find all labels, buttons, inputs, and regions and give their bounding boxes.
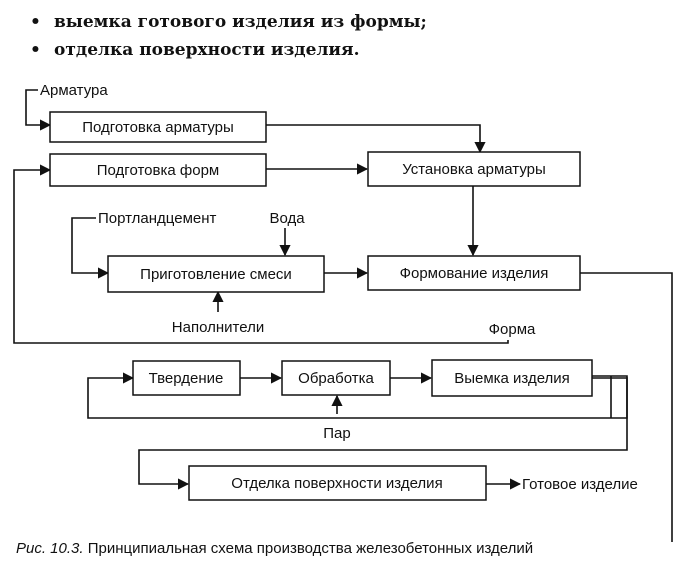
label-steam: Пар (323, 425, 350, 442)
box-hardening: Твердение (132, 360, 241, 396)
bullet-marker: • (30, 12, 41, 32)
label-cement: Портландцемент (98, 210, 217, 227)
box-demolding: Выемка изделия (431, 359, 593, 397)
box-label: Подготовка арматуры (82, 119, 234, 136)
bullet-list: • выемка готового изделия из формы; • отде… (30, 8, 427, 64)
label-product: Готовое изделие (522, 476, 638, 493)
bullet-text: выемка готового изделия из формы; (54, 12, 427, 32)
edge-mold-return (13, 164, 509, 344)
figure-caption: Рис. 10.3. Принципиальная схема производ… (16, 540, 533, 557)
box-rebar-prep: Подготовка арматуры (49, 111, 267, 143)
box-mix-prep: Приготовление смеси (107, 255, 325, 293)
label-water: Вода (269, 210, 305, 227)
edge-cement-to-mix (71, 217, 110, 279)
box-label: Твердение (149, 370, 224, 387)
box-label: Отделка поверхности изделия (231, 475, 442, 492)
figure-caption-text: Принципиальная схема производства железо… (87, 540, 534, 557)
box-label: Подготовка форм (97, 162, 219, 179)
edge-demolding-to-finishing (138, 377, 628, 490)
box-label: Формование изделия (400, 265, 549, 282)
bullet-marker: • (30, 40, 41, 60)
label-fillers: Наполнители (172, 319, 264, 336)
bullet-text: отделка поверхности изделия. (54, 40, 360, 60)
edge-molding-to-hardening (87, 272, 673, 542)
box-label: Выемка изделия (454, 370, 570, 387)
edges (13, 89, 673, 542)
edge-rebarprep-to-install (266, 124, 486, 154)
box-label: Установка арматуры (402, 161, 546, 178)
box-label: Приготовление смеси (140, 266, 292, 283)
box-molding: Формование изделия (367, 255, 581, 291)
box-mold-prep: Подготовка форм (49, 153, 267, 187)
label-rebar: Арматура (40, 82, 108, 99)
box-label: Обработка (298, 370, 374, 387)
box-finishing: Отделка поверхности изделия (188, 465, 487, 501)
bullet-item: • отделка поверхности изделия. (30, 36, 427, 64)
bullet-item: • выемка готового изделия из формы; (30, 8, 427, 36)
figure-number: Рис. 10.3. (16, 540, 84, 557)
box-rebar-install: Установка арматуры (367, 151, 581, 187)
box-treatment: Обработка (281, 360, 391, 396)
label-mold: Форма (489, 321, 536, 338)
edge-rebar-to-prep (25, 89, 52, 131)
